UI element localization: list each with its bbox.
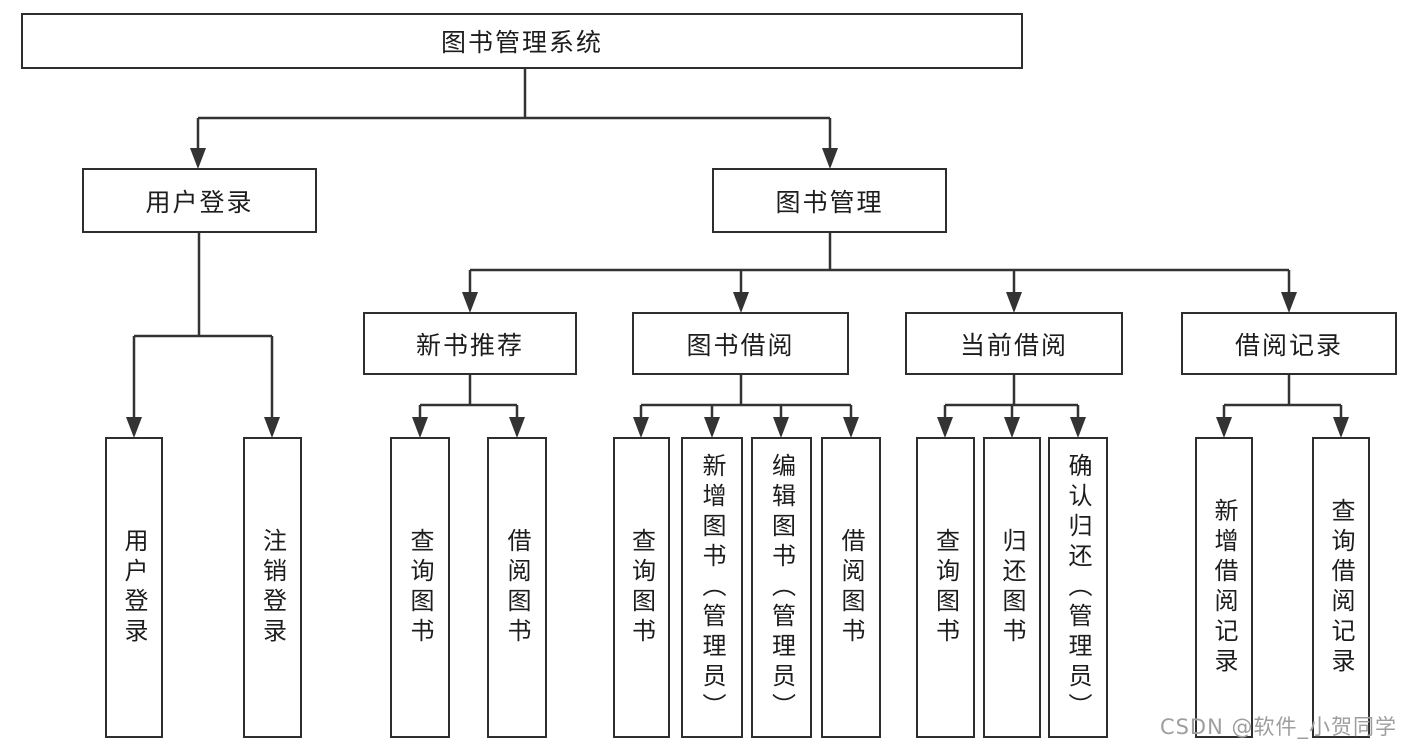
node-current-borrowing: 当前借阅 (905, 312, 1123, 375)
node-borrowing-records: 借阅记录 (1181, 312, 1397, 375)
arrowheads (126, 148, 1349, 438)
leaf-query-books-current-label: 查询图书 (931, 527, 960, 648)
leaf-borrow-books-recommend-label: 借阅图书 (503, 527, 531, 648)
leaf-query-books-recommend-label: 查询图书 (406, 527, 434, 648)
leaf-add-book-admin-label: 新增图书（管理员） (698, 452, 726, 723)
node-library-management-system: 图书管理系统 (21, 13, 1023, 69)
leaf-add-borrow-record: 新增借阅记录 (1195, 437, 1253, 738)
leaf-logout: 注销登录 (243, 437, 302, 738)
leaf-borrow-books-recommend: 借阅图书 (487, 437, 547, 738)
leaf-add-borrow-record-label: 新增借阅记录 (1210, 497, 1238, 678)
leaf-query-books-borrowing: 查询图书 (613, 437, 670, 738)
leaf-query-books-current: 查询图书 (916, 437, 975, 738)
leaf-logout-label: 注销登录 (258, 527, 287, 648)
leaf-user-login: 用户登录 (105, 437, 163, 738)
leaf-edit-book-admin: 编辑图书（管理员） (751, 437, 812, 738)
node-user-login-branch: 用户登录 (82, 168, 317, 233)
node-user-login-branch-label: 用户登录 (145, 187, 254, 217)
leaf-borrow-books: 借阅图书 (821, 437, 881, 738)
leaf-user-login-label: 用户登录 (120, 527, 148, 648)
node-new-book-recommendation: 新书推荐 (363, 312, 577, 375)
csdn-watermark: CSDN @软件_小贺同学 (1159, 715, 1397, 739)
leaf-query-books-borrowing-label: 查询图书 (627, 527, 656, 648)
node-book-management-branch: 图书管理 (712, 168, 947, 233)
node-book-management-branch-label: 图书管理 (775, 187, 884, 217)
leaf-return-books: 归还图书 (983, 437, 1041, 738)
leaf-add-book-admin: 新增图书（管理员） (681, 437, 743, 738)
node-borrowing-records-label: 借阅记录 (1234, 330, 1343, 360)
leaf-query-books-recommend: 查询图书 (390, 437, 450, 738)
leaf-return-books-label: 归还图书 (998, 527, 1026, 648)
node-book-borrowing: 图书借阅 (632, 312, 849, 375)
leaf-query-borrow-record: 查询借阅记录 (1312, 437, 1370, 738)
node-book-borrowing-label: 图书借阅 (686, 330, 795, 360)
leaf-query-borrow-record-label: 查询借阅记录 (1327, 497, 1355, 678)
leaf-confirm-return-admin: 确认归还（管理员） (1048, 437, 1108, 738)
node-current-borrowing-label: 当前借阅 (959, 330, 1068, 360)
leaf-edit-book-admin-label: 编辑图书（管理员） (767, 452, 796, 723)
leaf-borrow-books-label: 借阅图书 (837, 527, 865, 648)
node-new-book-recommendation-label: 新书推荐 (415, 330, 524, 360)
leaf-confirm-return-admin-label: 确认归还（管理员） (1064, 452, 1092, 723)
node-library-management-system-label: 图书管理系统 (440, 28, 603, 57)
